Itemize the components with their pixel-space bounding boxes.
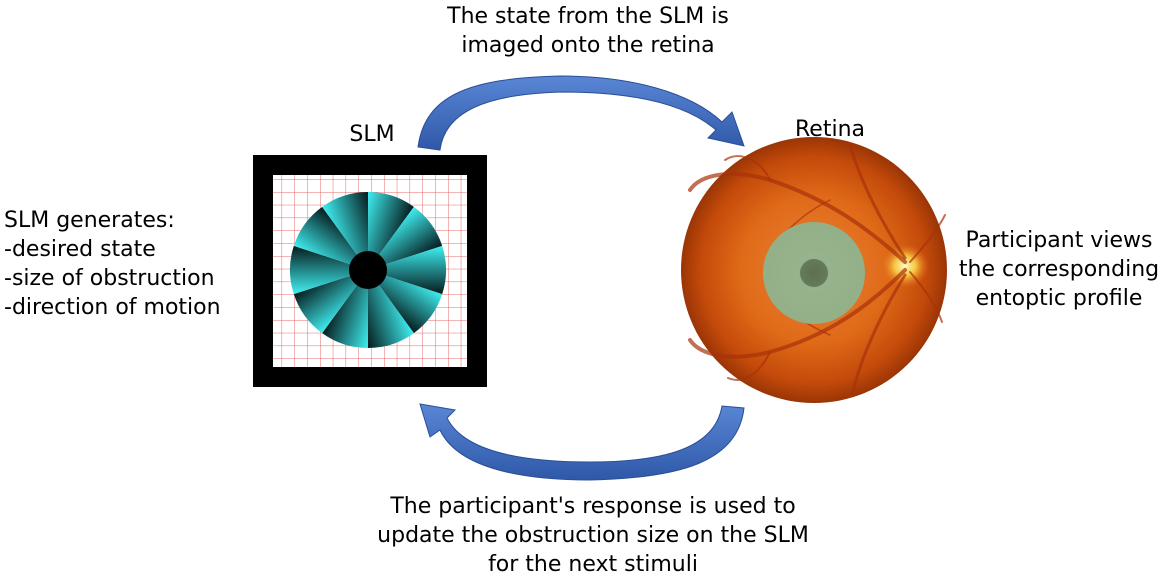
slm-label: SLM: [349, 122, 395, 147]
participant-views-line: the corresponding: [958, 257, 1160, 282]
top-caption-line: The state from the SLM is: [447, 4, 729, 29]
slm-generates-item: -size of obstruction: [4, 266, 215, 291]
bottom-caption-line: for the next stimuli: [488, 552, 698, 577]
bottom-caption-line: update the obstruction size on the SLM: [377, 523, 809, 548]
retinal-vessels: [688, 143, 946, 397]
top-caption-line: imaged onto the retina: [461, 33, 715, 58]
pinwheel-sector: [368, 270, 414, 348]
slm-generates-item: -direction of motion: [4, 295, 221, 320]
retina-label: Retina: [795, 117, 865, 142]
pinwheel-sector: [293, 270, 368, 334]
slm-generates-list: SLM generates: -desired state -size of o…: [4, 206, 221, 322]
pinwheel-sector: [368, 192, 414, 270]
pinwheel-sector: [322, 270, 368, 348]
slm-generates-heading: SLM generates:: [4, 208, 175, 233]
bottom-caption: The participant's response is used to up…: [338, 492, 848, 579]
bottom-caption-line: The participant's response is used to: [390, 494, 796, 519]
pinwheel-sector: [322, 192, 368, 270]
central-obstruction: [349, 251, 387, 289]
pinwheel-sector: [368, 270, 443, 334]
participant-views-line: Participant views: [965, 228, 1153, 253]
pinwheel-sector: [290, 245, 368, 295]
pinwheel-pattern: [290, 192, 446, 348]
participant-views-line: entoptic profile: [975, 286, 1143, 311]
bottom-arrow: [419, 403, 745, 481]
participant-views-caption: Participant views the corresponding ento…: [948, 226, 1170, 313]
slm-display: [253, 155, 487, 387]
pinwheel-sector: [293, 206, 368, 270]
pinwheel-sector: [368, 206, 443, 270]
optic-disc: [881, 244, 929, 288]
top-caption: The state from the SLM is imaged onto th…: [383, 2, 793, 60]
retina-image: [681, 137, 947, 403]
slm-generates-item: -desired state: [4, 237, 156, 262]
top-arrow: [417, 75, 745, 151]
pinwheel-sector: [368, 245, 446, 295]
